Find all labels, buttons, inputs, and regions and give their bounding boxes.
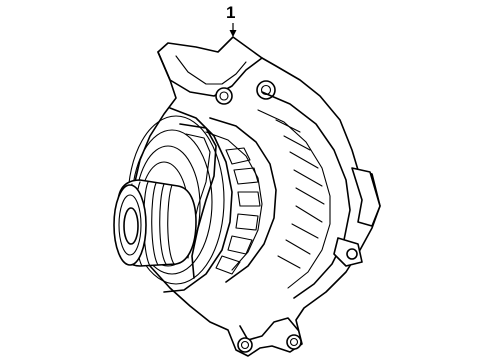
stud-bolt bbox=[346, 248, 358, 260]
terminal-block bbox=[351, 167, 381, 227]
pulley-hub bbox=[123, 207, 139, 245]
rear-housing-inner bbox=[257, 109, 331, 289]
callout-1: 1 bbox=[226, 3, 237, 37]
stator-ring bbox=[209, 117, 277, 283]
cooling-slots-right bbox=[275, 119, 325, 269]
mount-hole-bottom-right bbox=[286, 334, 302, 350]
mount-hole-top bbox=[215, 87, 233, 105]
mount-hole-bottom-left bbox=[237, 337, 253, 353]
stator-ring-inner bbox=[205, 131, 263, 271]
callout-arrowhead-1 bbox=[229, 30, 237, 37]
mount-hole-top-inner bbox=[219, 91, 229, 101]
stator-fins bbox=[215, 147, 261, 275]
rear-housing bbox=[261, 91, 351, 299]
front-housing bbox=[163, 107, 233, 293]
callout-number-1: 1 bbox=[226, 3, 235, 22]
mount-hole-bottom-right-inner bbox=[289, 337, 299, 347]
front-bracket-arm bbox=[179, 123, 217, 279]
mount-bracket-ridge bbox=[175, 55, 247, 85]
mount-bracket-top bbox=[157, 51, 263, 97]
mount-hole-top-right bbox=[256, 80, 276, 100]
pulley bbox=[113, 179, 197, 267]
alternator-body bbox=[127, 36, 381, 357]
mount-hole-bottom-left-inner bbox=[240, 340, 250, 350]
pulley-face-ring bbox=[118, 194, 142, 256]
